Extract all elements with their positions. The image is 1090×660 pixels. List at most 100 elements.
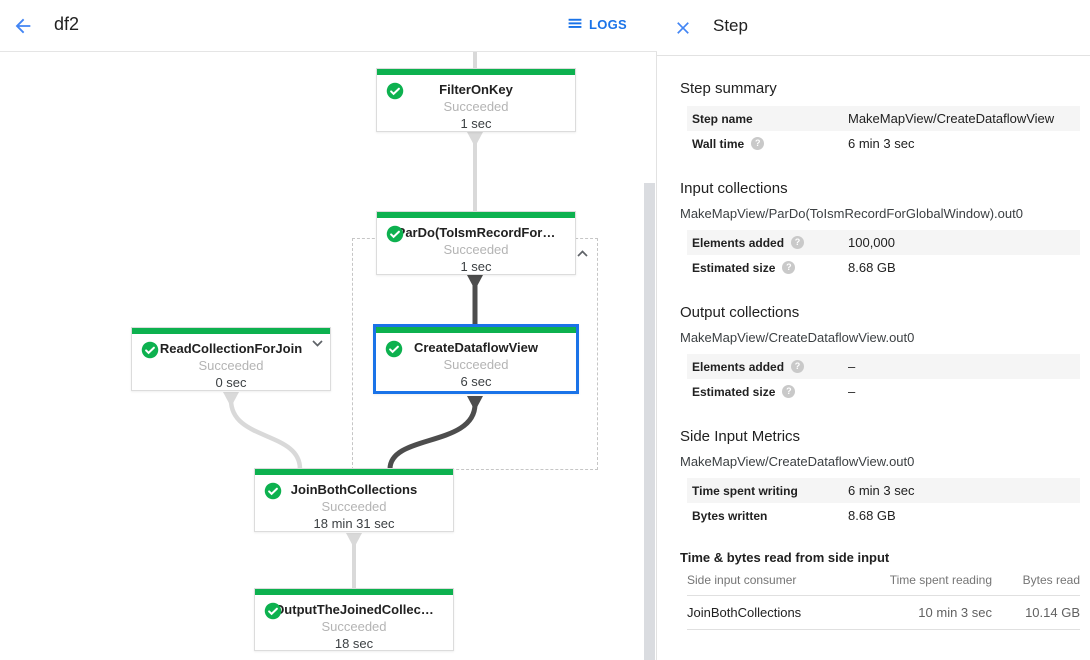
- cell-bytes: 10.14 GB: [1025, 605, 1080, 620]
- node-time: 18 min 31 sec: [313, 516, 395, 531]
- logs-list-icon: [568, 18, 582, 28]
- row-elements-added: Elements added 100,000: [687, 230, 1080, 255]
- help-icon[interactable]: [782, 385, 796, 398]
- step-node-pardo-toismrecord[interactable]: ParDo(ToIsmRecordFor… Succeeded 1 sec: [376, 211, 576, 275]
- col-header-bytes: Bytes read: [1022, 573, 1080, 587]
- row-value: 6 min 3 sec: [848, 136, 915, 151]
- node-status-bar: [132, 328, 330, 334]
- row-label: Elements added: [692, 360, 848, 374]
- node-status-bar: [377, 212, 575, 218]
- success-check-icon: [264, 482, 282, 500]
- col-header-time: Time spent reading: [889, 573, 992, 587]
- node-time: 0 sec: [215, 375, 247, 390]
- logs-button[interactable]: LOGS: [567, 16, 627, 32]
- label-text: Step name: [692, 111, 753, 126]
- output-collections-heading: Output collections: [680, 304, 800, 321]
- step-node-filteronkey[interactable]: FilterOnKey Succeeded 1 sec: [376, 68, 576, 132]
- graph-edges: [223, 52, 483, 589]
- step-node-readcollectionforjoin[interactable]: ReadCollectionForJoin Succeeded 0 sec: [131, 327, 331, 391]
- row-value: –: [848, 384, 856, 399]
- node-status-bar: [255, 469, 453, 475]
- label-text: Elements added: [692, 235, 785, 250]
- expand-chevron-down-icon[interactable]: [312, 340, 323, 347]
- row-value: 100,000: [848, 235, 895, 250]
- graph-scrollbar[interactable]: [644, 183, 655, 660]
- col-header-consumer: Side input consumer: [687, 573, 797, 587]
- label-text: Elements added: [692, 359, 785, 374]
- close-icon[interactable]: [673, 18, 693, 38]
- logs-label: LOGS: [588, 16, 627, 32]
- node-status-bar: [255, 589, 453, 595]
- row-value: 8.68 GB: [848, 508, 896, 523]
- side-input-table-header: Side input consumer Time spent reading B…: [687, 569, 1080, 596]
- node-status: Succeeded: [198, 358, 264, 373]
- node-status: Succeeded: [443, 242, 509, 257]
- output-collection-rows: Elements added – Estimated size –: [687, 354, 1080, 404]
- node-title: JoinBothCollections: [290, 482, 418, 497]
- row-estimated-size: Estimated size –: [687, 379, 1080, 404]
- label-text: Time spent writing: [692, 483, 798, 498]
- help-icon[interactable]: [791, 236, 805, 249]
- success-check-icon: [386, 82, 404, 100]
- row-elements-added: Elements added –: [687, 354, 1080, 379]
- output-collection-name: MakeMapView/CreateDataflowView.out0: [680, 330, 915, 345]
- node-title: OutputTheJoinedCollec…: [274, 602, 434, 617]
- help-icon[interactable]: [751, 137, 765, 150]
- panel-title: Step: [713, 16, 748, 35]
- step-node-joinbothcollections[interactable]: JoinBothCollections Succeeded 18 min 31 …: [254, 468, 454, 532]
- step-detail-panel: Step Step summary Step name MakeMapView/…: [657, 0, 1090, 660]
- step-summary-rows: Step name MakeMapView/CreateDataflowView…: [687, 106, 1080, 156]
- help-icon[interactable]: [782, 261, 796, 274]
- job-title: df2: [54, 14, 80, 34]
- row-label: Elements added: [692, 236, 848, 250]
- collapse-chevron-up-icon[interactable]: [577, 250, 588, 257]
- node-time: 1 sec: [460, 116, 492, 131]
- row-label: Bytes written: [692, 509, 848, 523]
- node-title: CreateDataflowView: [413, 340, 539, 355]
- side-input-table: Side input consumer Time spent reading B…: [687, 569, 1080, 630]
- back-arrow-icon[interactable]: [12, 15, 34, 37]
- step-node-createdataflowview-selected[interactable]: CreateDataflowView Succeeded 6 sec: [373, 324, 579, 394]
- success-check-icon: [141, 341, 159, 359]
- side-input-metric-rows: Time spent writing 6 min 3 sec Bytes wri…: [687, 478, 1080, 528]
- row-value: –: [848, 359, 856, 374]
- node-status: Succeeded: [443, 99, 509, 114]
- success-check-icon: [264, 602, 282, 620]
- row-wall-time: Wall time 6 min 3 sec: [687, 131, 1080, 156]
- panel-content: Step summary Step name MakeMapView/Creat…: [657, 80, 1090, 630]
- success-check-icon: [385, 340, 403, 358]
- row-label: Wall time: [692, 137, 848, 151]
- help-icon[interactable]: [791, 360, 805, 373]
- node-time: 6 sec: [460, 374, 492, 389]
- node-status: Succeeded: [321, 499, 387, 514]
- cell-time: 10 min 3 sec: [918, 605, 992, 620]
- node-status-bar: [377, 69, 575, 75]
- node-status: Succeeded: [321, 619, 387, 634]
- row-label: Time spent writing: [692, 484, 848, 498]
- input-collection-rows: Elements added 100,000 Estimated size 8.…: [687, 230, 1080, 280]
- panel-divider: [656, 52, 657, 660]
- input-collections-heading: Input collections: [680, 180, 788, 197]
- row-bytes-written: Bytes written 8.68 GB: [687, 503, 1080, 528]
- panel-header: Step: [657, 0, 1090, 56]
- node-title: ReadCollectionForJoin: [159, 341, 303, 356]
- row-label: Step name: [692, 112, 848, 126]
- row-label: Estimated size: [692, 261, 848, 275]
- success-check-icon: [386, 225, 404, 243]
- row-value: 8.68 GB: [848, 260, 896, 275]
- graph-header: df2 LOGS: [0, 0, 657, 52]
- side-input-table-heading: Time & bytes read from side input: [680, 550, 890, 565]
- label-text: Estimated size: [692, 384, 776, 399]
- row-label: Estimated size: [692, 385, 848, 399]
- node-title: ParDo(ToIsmRecordFor…: [396, 225, 556, 240]
- input-collection-name: MakeMapView/ParDo(ToIsmRecordForGlobalWi…: [680, 206, 1023, 221]
- node-status-bar: [376, 327, 576, 333]
- step-summary-heading: Step summary: [680, 80, 777, 97]
- label-text: Estimated size: [692, 260, 776, 275]
- step-node-outputthejoined[interactable]: OutputTheJoinedCollec… Succeeded 18 sec: [254, 588, 454, 651]
- side-input-table-row: JoinBothCollections 10 min 3 sec 10.14 G…: [687, 596, 1080, 630]
- node-time: 18 sec: [334, 636, 374, 651]
- row-step-name: Step name MakeMapView/CreateDataflowView: [687, 106, 1080, 131]
- cell-consumer: JoinBothCollections: [687, 605, 802, 620]
